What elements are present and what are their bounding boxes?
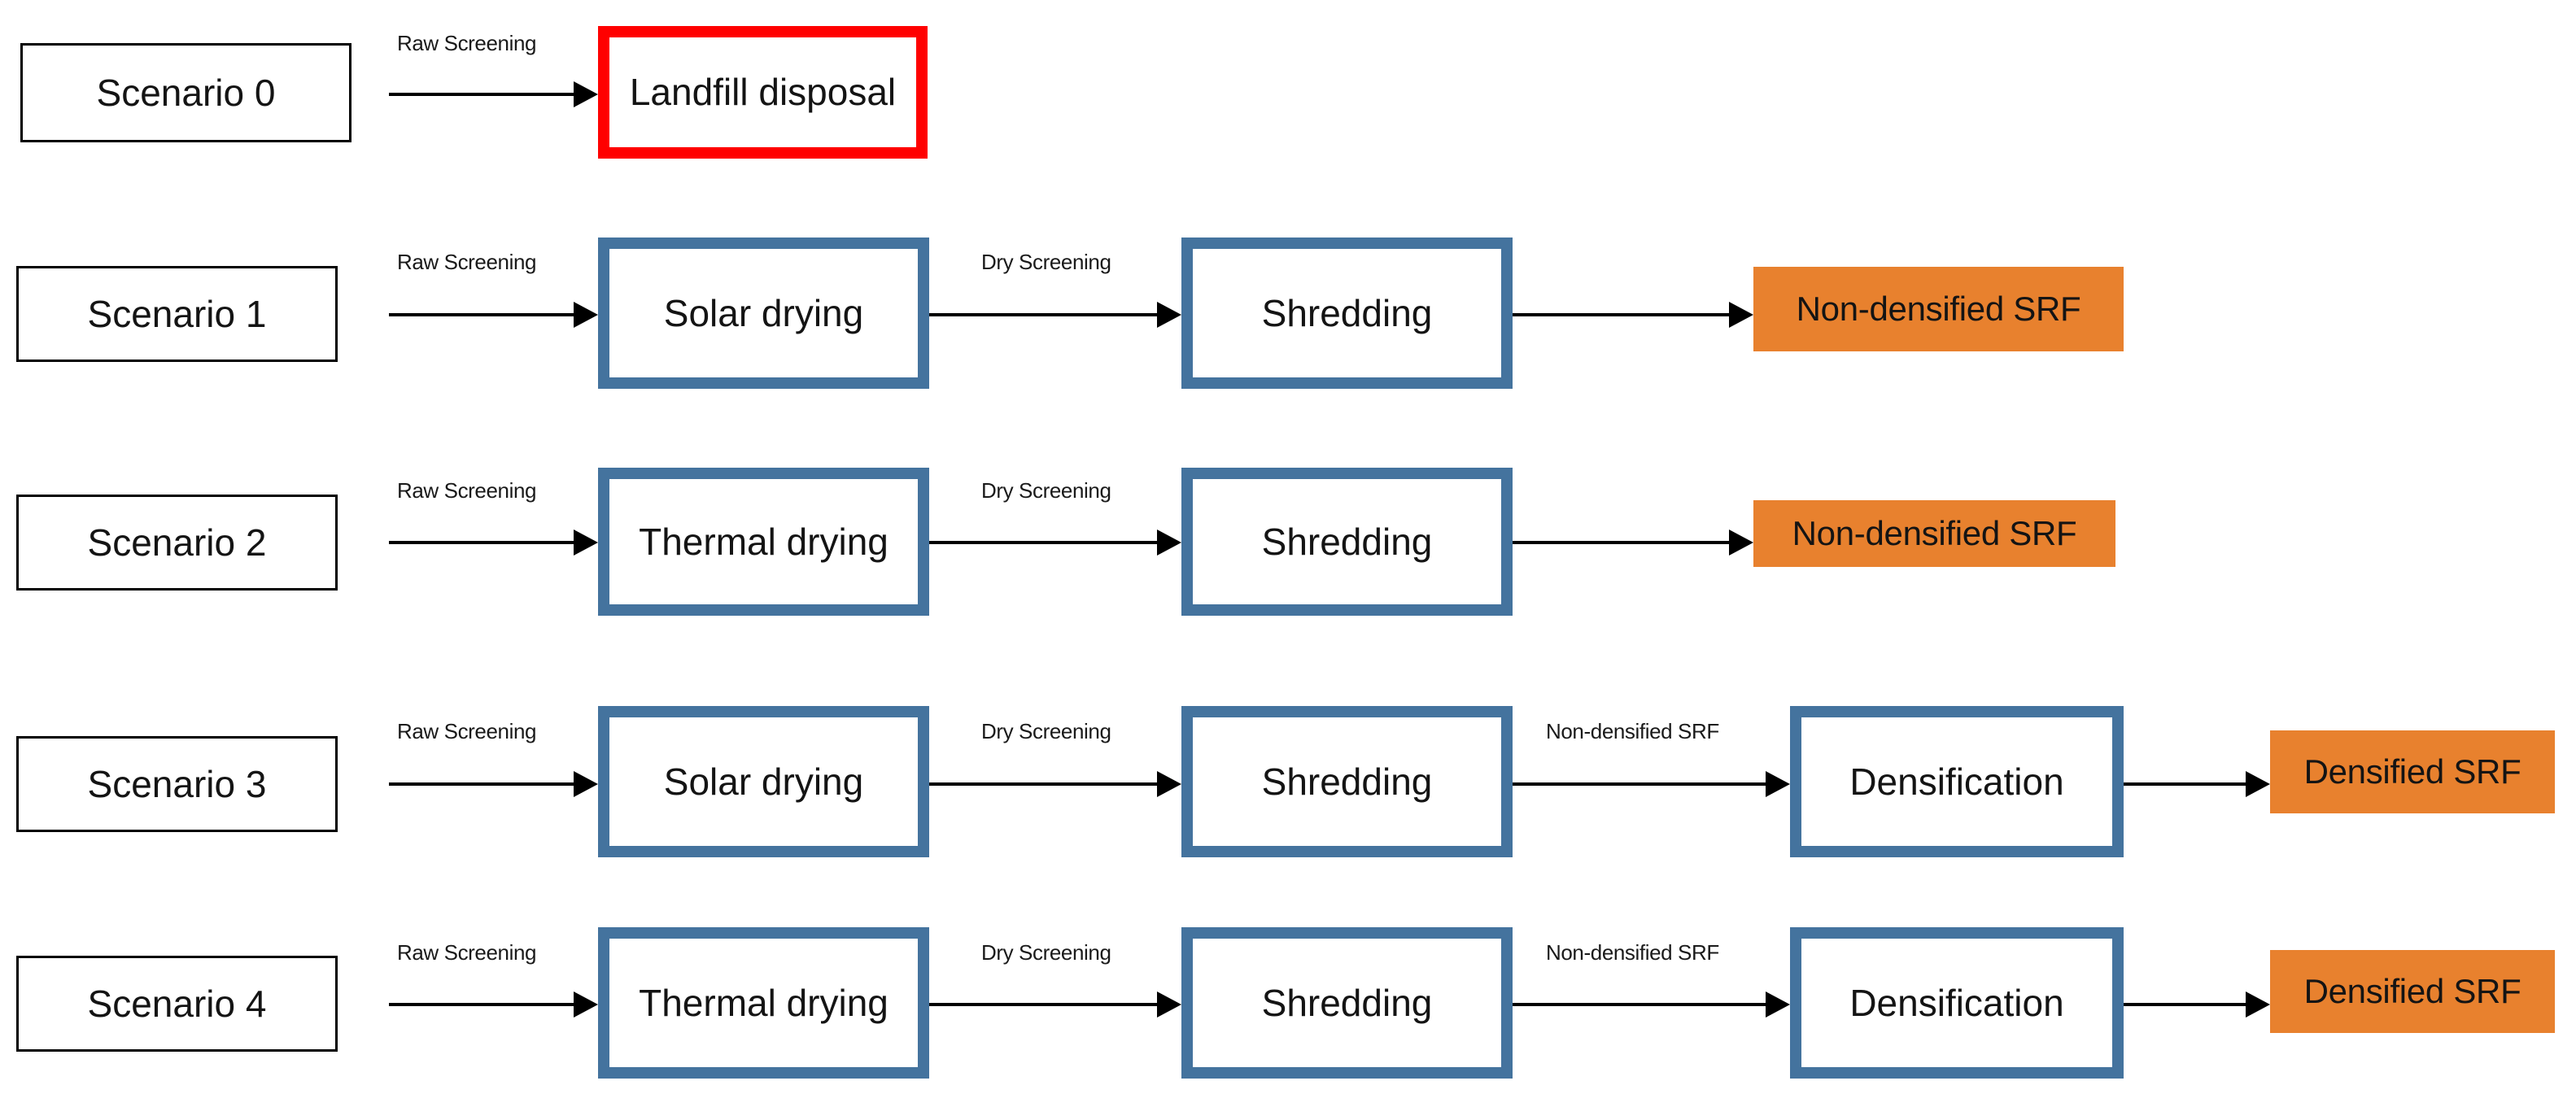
- node-label: Shredding: [1261, 291, 1433, 334]
- flow-arrow-head-icon: [574, 530, 598, 556]
- flow-arrow-line: [929, 1003, 1157, 1006]
- flow-arrow-label: Raw Screening: [397, 940, 537, 965]
- flow-arrow-label: Dry Screening: [981, 250, 1111, 274]
- flow-arrow-head-icon: [1157, 530, 1181, 556]
- node-s4-dens[interactable]: Densification: [1790, 927, 2124, 1079]
- node-s2-out[interactable]: Non-densified SRF: [1753, 500, 2115, 567]
- node-scenario3[interactable]: Scenario 3: [16, 736, 338, 832]
- node-s4-shred[interactable]: Shredding: [1181, 927, 1513, 1079]
- flow-arrow-label: Non-densified SRF: [1546, 719, 1719, 743]
- flow-arrow-head-icon: [574, 992, 598, 1018]
- flow-arrow-line: [929, 541, 1157, 544]
- flow-arrow-head-icon: [574, 771, 598, 797]
- node-label: Scenario 0: [96, 71, 276, 114]
- flow-arrow-head-icon: [1766, 992, 1790, 1018]
- flow-arrow-head-icon: [574, 302, 598, 328]
- flow-arrow-line: [929, 782, 1157, 786]
- node-s4-dry[interactable]: Thermal drying: [598, 927, 929, 1079]
- flow-arrow-label: Raw Screening: [397, 478, 537, 503]
- flow-arrow-head-icon: [1157, 302, 1181, 328]
- flow-arrow-head-icon: [2246, 771, 2270, 797]
- node-label: Densified SRF: [2303, 971, 2521, 1010]
- node-label: Thermal drying: [639, 520, 889, 563]
- flow-arrow-label: Raw Screening: [397, 719, 537, 743]
- node-label: Densification: [1849, 981, 2064, 1024]
- node-label: Scenario 1: [87, 292, 267, 335]
- flow-arrow-line: [929, 313, 1157, 316]
- node-label: Shredding: [1261, 760, 1433, 803]
- node-label: Scenario 3: [87, 762, 267, 805]
- node-label: Non-densified SRF: [1796, 289, 2081, 328]
- flow-arrow-line: [389, 782, 574, 786]
- flow-arrow-label: Dry Screening: [981, 478, 1111, 503]
- flow-arrow-line: [1513, 782, 1766, 786]
- node-scenario0[interactable]: Scenario 0: [20, 43, 351, 142]
- flow-arrow-head-icon: [1766, 771, 1790, 797]
- flow-arrow-label: Dry Screening: [981, 719, 1111, 743]
- node-label: Thermal drying: [639, 981, 889, 1024]
- node-scenario1[interactable]: Scenario 1: [16, 266, 338, 362]
- node-s3-dry[interactable]: Solar drying: [598, 706, 929, 857]
- flow-arrow-line: [389, 313, 574, 316]
- flow-arrow-line: [1513, 1003, 1766, 1006]
- node-s2-dry[interactable]: Thermal drying: [598, 468, 929, 616]
- node-s4-out[interactable]: Densified SRF: [2270, 950, 2555, 1033]
- flow-arrow-label: Raw Screening: [397, 31, 537, 55]
- flow-arrow-head-icon: [1729, 302, 1753, 328]
- flow-arrow-line: [1513, 541, 1729, 544]
- node-label: Solar drying: [663, 760, 864, 803]
- node-label: Scenario 2: [87, 521, 267, 564]
- flow-arrow-head-icon: [2246, 992, 2270, 1018]
- node-landfill[interactable]: Landfill disposal: [598, 26, 928, 159]
- flow-arrow-head-icon: [574, 81, 598, 107]
- node-label: Non-densified SRF: [1792, 513, 2077, 552]
- node-s3-dens[interactable]: Densification: [1790, 706, 2124, 857]
- node-s1-dry[interactable]: Solar drying: [598, 238, 929, 389]
- node-label: Densification: [1849, 760, 2064, 803]
- flow-arrow-line: [389, 541, 574, 544]
- flow-arrow-label: Non-densified SRF: [1546, 940, 1719, 965]
- node-label: Scenario 4: [87, 982, 267, 1025]
- node-s1-out[interactable]: Non-densified SRF: [1753, 267, 2124, 351]
- node-label: Shredding: [1261, 520, 1433, 563]
- flow-arrow-label: Dry Screening: [981, 940, 1111, 965]
- node-label: Solar drying: [663, 291, 864, 334]
- flow-arrow-head-icon: [1157, 992, 1181, 1018]
- node-s1-shred[interactable]: Shredding: [1181, 238, 1513, 389]
- node-label: Landfill disposal: [629, 71, 897, 114]
- flow-arrow-head-icon: [1729, 530, 1753, 556]
- node-scenario2[interactable]: Scenario 2: [16, 495, 338, 591]
- node-s3-shred[interactable]: Shredding: [1181, 706, 1513, 857]
- flow-arrow-label: Raw Screening: [397, 250, 537, 274]
- flow-arrow-line: [2124, 782, 2246, 786]
- flow-arrow-line: [389, 93, 574, 96]
- node-label: Densified SRF: [2303, 752, 2521, 791]
- flow-arrow-line: [2124, 1003, 2246, 1006]
- node-s2-shred[interactable]: Shredding: [1181, 468, 1513, 616]
- flow-arrow-head-icon: [1157, 771, 1181, 797]
- node-scenario4[interactable]: Scenario 4: [16, 956, 338, 1052]
- node-s3-out[interactable]: Densified SRF: [2270, 730, 2555, 813]
- node-label: Shredding: [1261, 981, 1433, 1024]
- flow-arrow-line: [389, 1003, 574, 1006]
- flow-arrow-line: [1513, 313, 1729, 316]
